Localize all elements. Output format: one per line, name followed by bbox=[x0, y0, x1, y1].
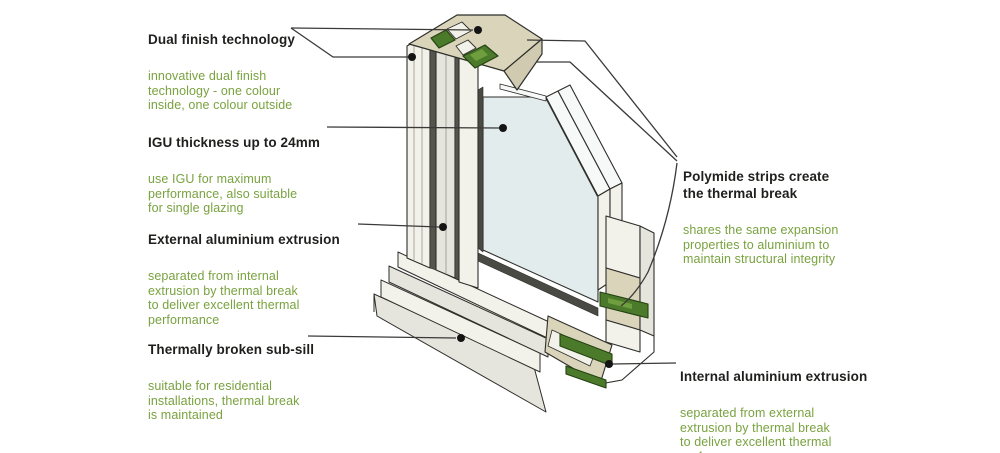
leader-dual-finish-top bbox=[290, 27, 474, 31]
external-profile bbox=[406, 32, 479, 289]
label-dual-finish-title: Dual finish technology bbox=[148, 32, 295, 47]
label-polymide: Polymide strips create the thermal break… bbox=[683, 151, 838, 285]
leader-sub-sill bbox=[307, 335, 457, 339]
sub-sill bbox=[373, 251, 561, 413]
glazing-bead-face bbox=[458, 36, 479, 289]
anchor-dot-internal bbox=[605, 360, 613, 368]
head-right-tan-face bbox=[503, 38, 543, 91]
mid-profile-face bbox=[435, 39, 456, 279]
anchor-dots bbox=[408, 26, 613, 368]
label-internal-extrusion: Internal aluminium extrusion separated f… bbox=[680, 351, 867, 453]
internal-profile bbox=[544, 215, 655, 389]
glazing-gasket-left bbox=[477, 86, 484, 253]
label-internal-extrusion-body: separated from external extrusion by the… bbox=[680, 405, 832, 453]
leader-polymide-bottom bbox=[620, 162, 678, 307]
anchor-dot-dual-outer bbox=[408, 53, 416, 61]
polymide-strip-sill-1-highlight bbox=[608, 298, 632, 309]
label-polymide-title: Polymide strips create the thermal break bbox=[683, 169, 830, 201]
head-slot-b bbox=[455, 39, 477, 56]
anchor-dot-external bbox=[439, 223, 447, 231]
anchor-dot-dual-top bbox=[474, 26, 482, 34]
label-igu: IGU thickness up to 24mm use IGU for max… bbox=[148, 117, 320, 234]
leader-lines bbox=[290, 27, 678, 365]
anchor-dot-sub-sill bbox=[457, 334, 465, 342]
label-polymide-body: shares the same expansion properties to … bbox=[683, 222, 839, 267]
label-igu-title: IGU thickness up to 24mm bbox=[148, 135, 320, 150]
anchor-dot-igu bbox=[499, 124, 507, 132]
head-cut-face bbox=[408, 14, 543, 91]
label-sub-sill-body: suitable for residential installations, … bbox=[148, 378, 300, 423]
outer-profile-face bbox=[406, 32, 431, 269]
label-internal-extrusion-title: Internal aluminium extrusion bbox=[680, 369, 868, 384]
label-external-extrusion-title: External aluminium extrusion bbox=[148, 232, 340, 247]
mid-profile-recess bbox=[454, 39, 460, 281]
outer-profile-recess bbox=[429, 32, 437, 271]
label-dual-finish: Dual finish technology innovative dual f… bbox=[148, 14, 295, 131]
leader-polymide-top-2 bbox=[536, 61, 678, 162]
head-top-tan-face bbox=[408, 14, 543, 72]
internal-lower-outline bbox=[599, 336, 655, 385]
leader-dual-finish-outer bbox=[290, 27, 408, 58]
thermal-break-strips bbox=[559, 291, 649, 389]
polymide-strip-sill-3 bbox=[565, 365, 607, 389]
polymide-strips bbox=[430, 29, 499, 69]
leader-polymide-top-1 bbox=[526, 39, 678, 158]
head-slot-a bbox=[446, 21, 472, 40]
internal-jamb-foot bbox=[605, 319, 641, 353]
label-sub-sill: Thermally broken sub-sill suitable for r… bbox=[148, 324, 314, 441]
label-external-extrusion: External aluminium extrusion separated f… bbox=[148, 214, 340, 346]
pane-edge-top-cap bbox=[499, 83, 547, 102]
leader-igu bbox=[326, 126, 500, 129]
polymide-strip-top-1 bbox=[430, 29, 456, 49]
label-igu-body: use IGU for maximum performance, also su… bbox=[148, 171, 298, 216]
leader-internal-extrusion bbox=[612, 362, 677, 365]
leader-external-extrusion bbox=[357, 223, 440, 228]
label-external-extrusion-body: separated from internal extrusion by the… bbox=[148, 268, 300, 328]
label-dual-finish-body: innovative dual finish technology - one … bbox=[148, 68, 293, 113]
glass-unit bbox=[451, 83, 623, 317]
label-sub-sill-title: Thermally broken sub-sill bbox=[148, 342, 315, 357]
internal-jamb-face bbox=[605, 215, 641, 279]
polymide-strip-top-2-highlight bbox=[470, 49, 488, 61]
